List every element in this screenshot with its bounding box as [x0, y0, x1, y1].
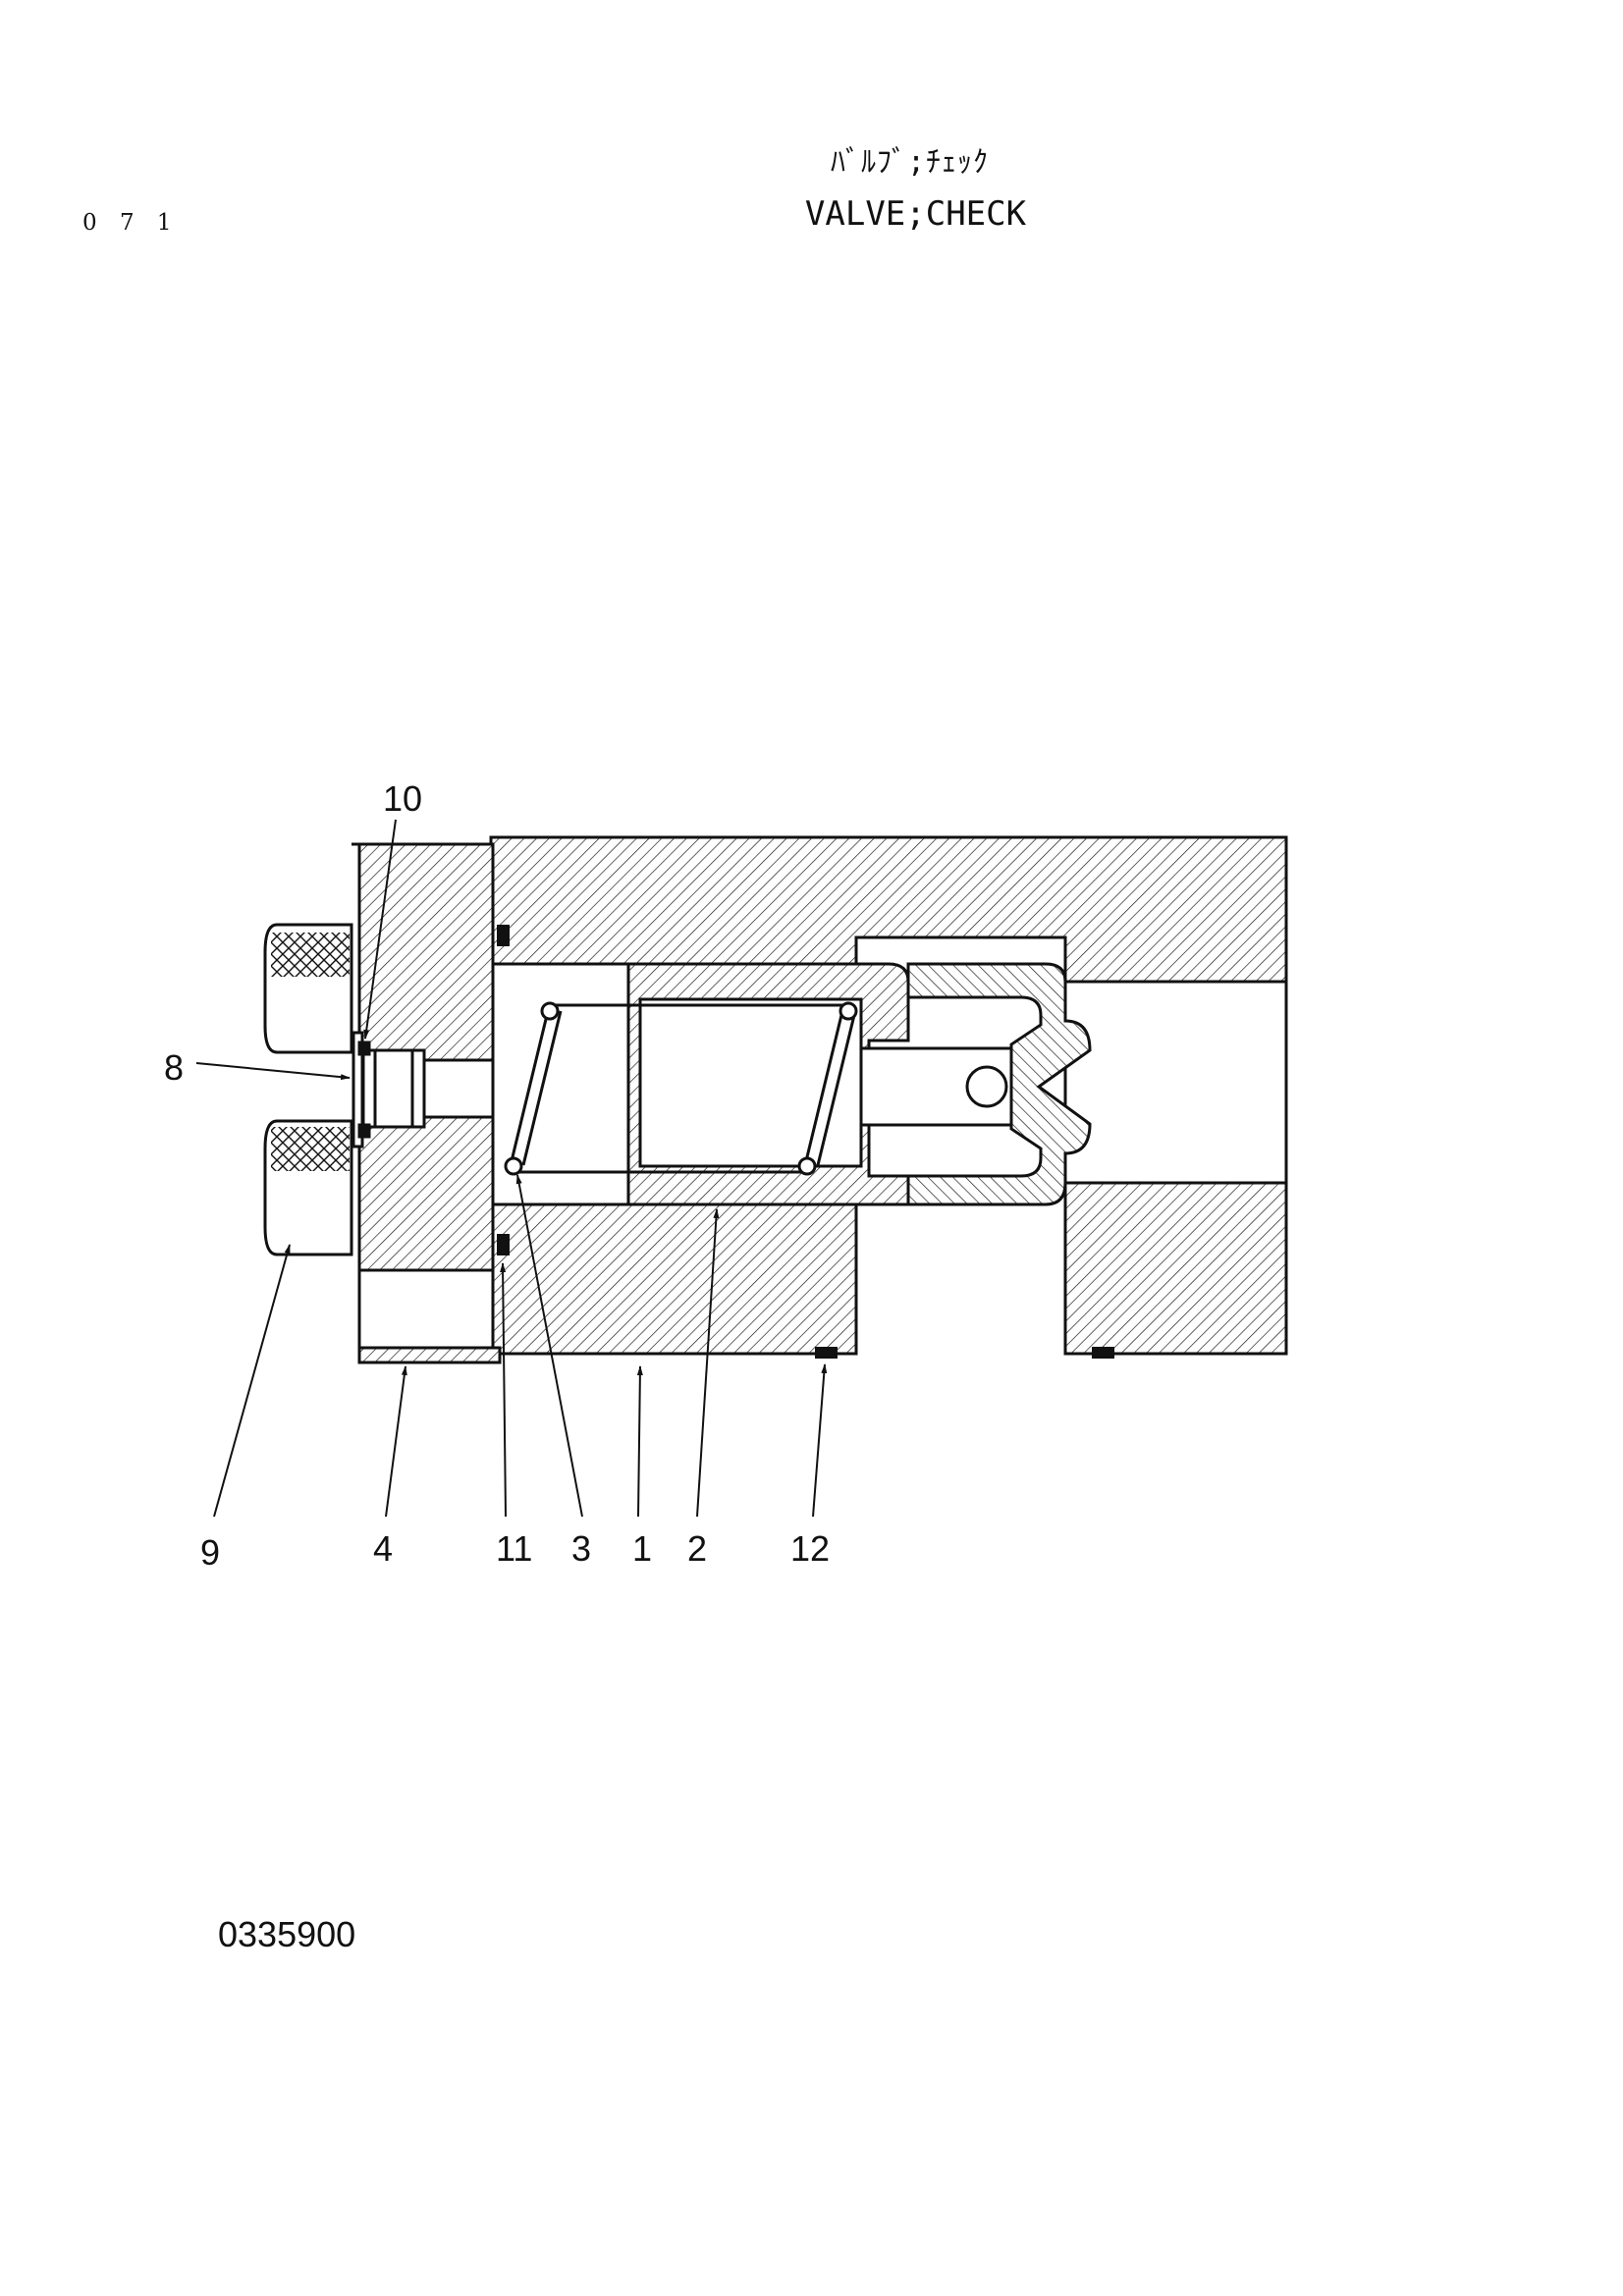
callout-8: 8 — [164, 1047, 184, 1088]
callout-2: 2 — [687, 1528, 707, 1569]
callout-11: 11 — [496, 1528, 532, 1569]
end-cover — [352, 842, 502, 1364]
drawing-number: 0335900 — [218, 1914, 356, 1954]
o-rings — [497, 925, 1114, 1359]
title-japanese: ﾊﾞﾙﾌﾞ;ﾁｪｯｸ — [830, 145, 990, 180]
callout-10: 10 — [383, 778, 422, 819]
callout-4: 4 — [373, 1528, 393, 1569]
valve-stem — [859, 937, 1092, 1206]
callout-12: 12 — [790, 1528, 830, 1569]
leader-lines — [195, 819, 828, 1518]
page-code: 0 7 1 — [82, 210, 180, 236]
plug-assembly — [352, 1031, 495, 1148]
title-english: VALVE;CHECK — [804, 194, 1027, 234]
spring — [504, 1001, 858, 1176]
callout-1: 1 — [632, 1528, 652, 1569]
callout-3: 3 — [571, 1528, 591, 1569]
fitting-nuts — [263, 923, 353, 1256]
callout-labels: 10 8 9 4 11 3 1 2 12 — [164, 778, 830, 1573]
callout-9: 9 — [200, 1532, 220, 1573]
